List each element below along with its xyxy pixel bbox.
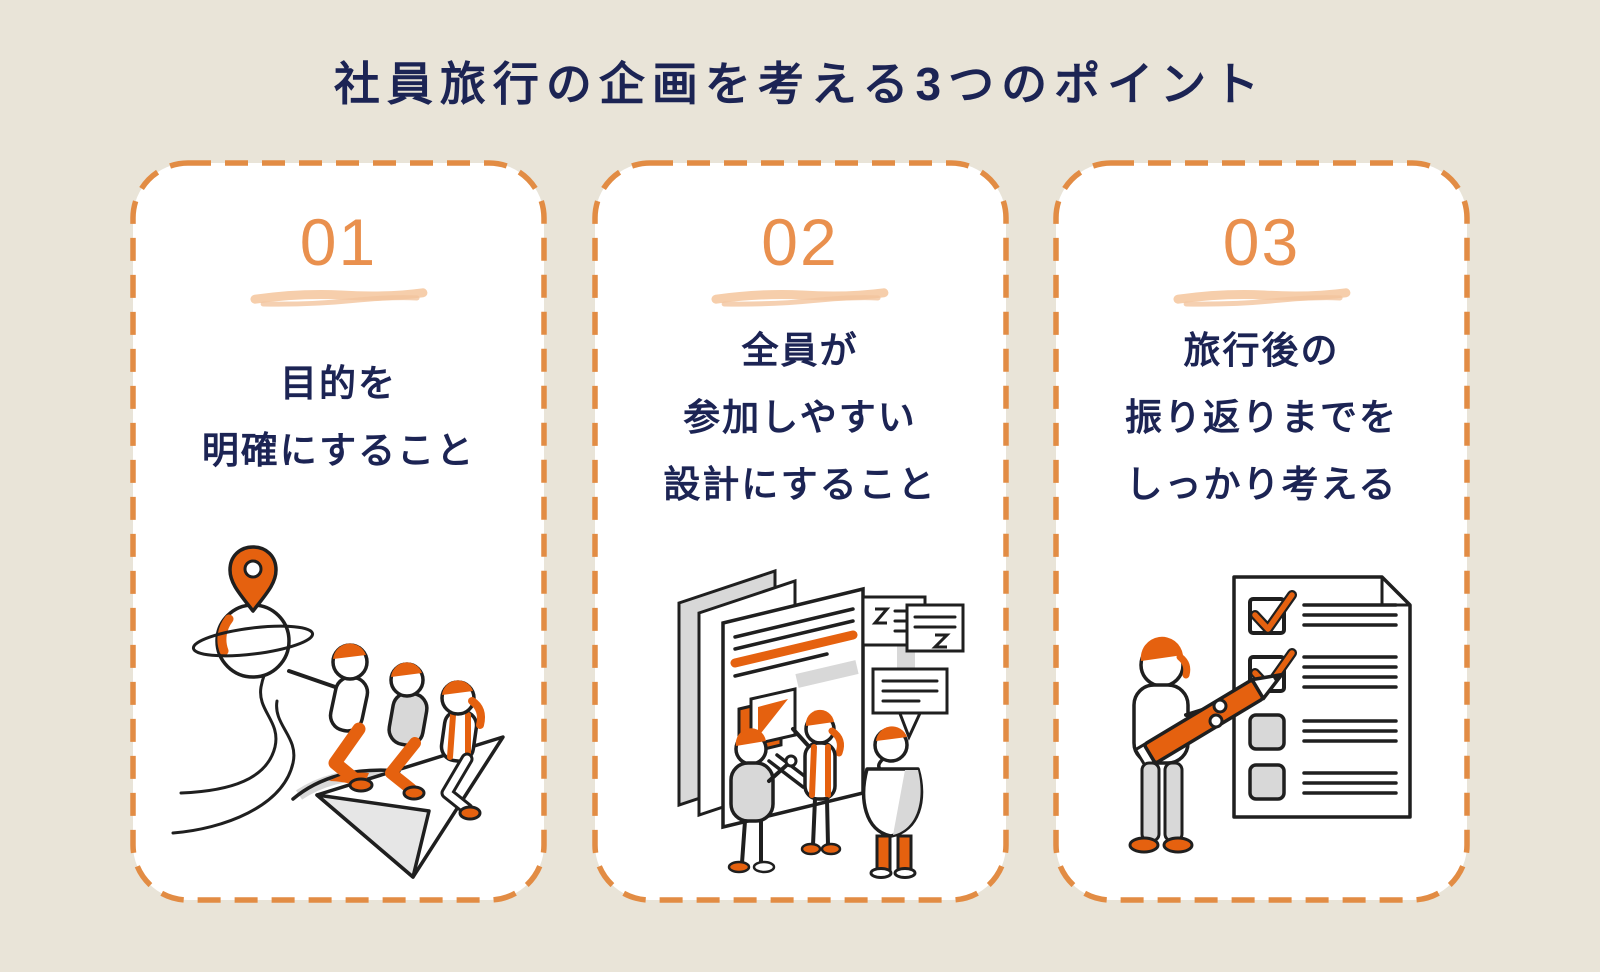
page-title: 社員旅行の企画を考える3つのポイント [333,58,1267,110]
point-card-1: 01 目的を 明確にすること [130,160,547,903]
point-title: 全員が 参加しやすい 設計にすること [592,320,1009,514]
illustration-wrap [592,539,1009,879]
number-underline-brush [250,288,427,307]
person-right [861,726,924,879]
speech-bubbles [861,595,965,741]
person-with-pencil [1128,636,1283,854]
point-title-line: 振り返りまでを [1125,396,1398,438]
number-underline-brush [1173,288,1350,307]
point-title-line: しっかり考える [1125,463,1398,505]
point-card-2: 02 全員が 参加しやすい 設計にすること [591,160,1009,903]
checklist-sheet [1231,575,1412,819]
point-number: 03 [1222,205,1301,279]
document-stack [677,568,865,830]
person-left [727,728,798,874]
point-title-line: 明確にすること [201,430,476,471]
checklist-review-illustration [1128,575,1412,854]
illustration-wrap [1053,549,1470,879]
point-title: 目的を 明確にすること [130,320,547,514]
point-card-3: 03 旅行後の 振り返りまでを しっかり考える [1053,160,1470,903]
number-underline-brush [711,288,889,307]
point-number: 02 [761,205,839,279]
person-back [439,680,485,821]
point-title-line: 設計にすること [663,463,937,505]
point-title: 旅行後の 振り返りまでを しっかり考える [1053,320,1470,514]
paper-airplane-journey-illustration [171,545,505,879]
globe-icon [191,603,314,679]
point-title-line: 目的を [280,363,397,404]
point-title-line: 参加しやすい [683,396,917,438]
point-number: 01 [299,205,378,279]
point-title-line: 全員が [741,329,859,371]
checkbox-empty [1247,763,1286,801]
person-middle [384,662,429,801]
points-card-list: 01 目的を 明確にすること [130,160,1470,903]
person-pointing [286,643,373,793]
card-dashed-border [130,160,547,903]
person-center [791,709,844,856]
map-pin-icon [227,545,278,613]
team-discussion-illustration [677,568,965,879]
illustration-wrap [130,543,547,879]
checkbox-empty [1247,713,1286,751]
point-title-line: 旅行後の [1183,329,1340,371]
